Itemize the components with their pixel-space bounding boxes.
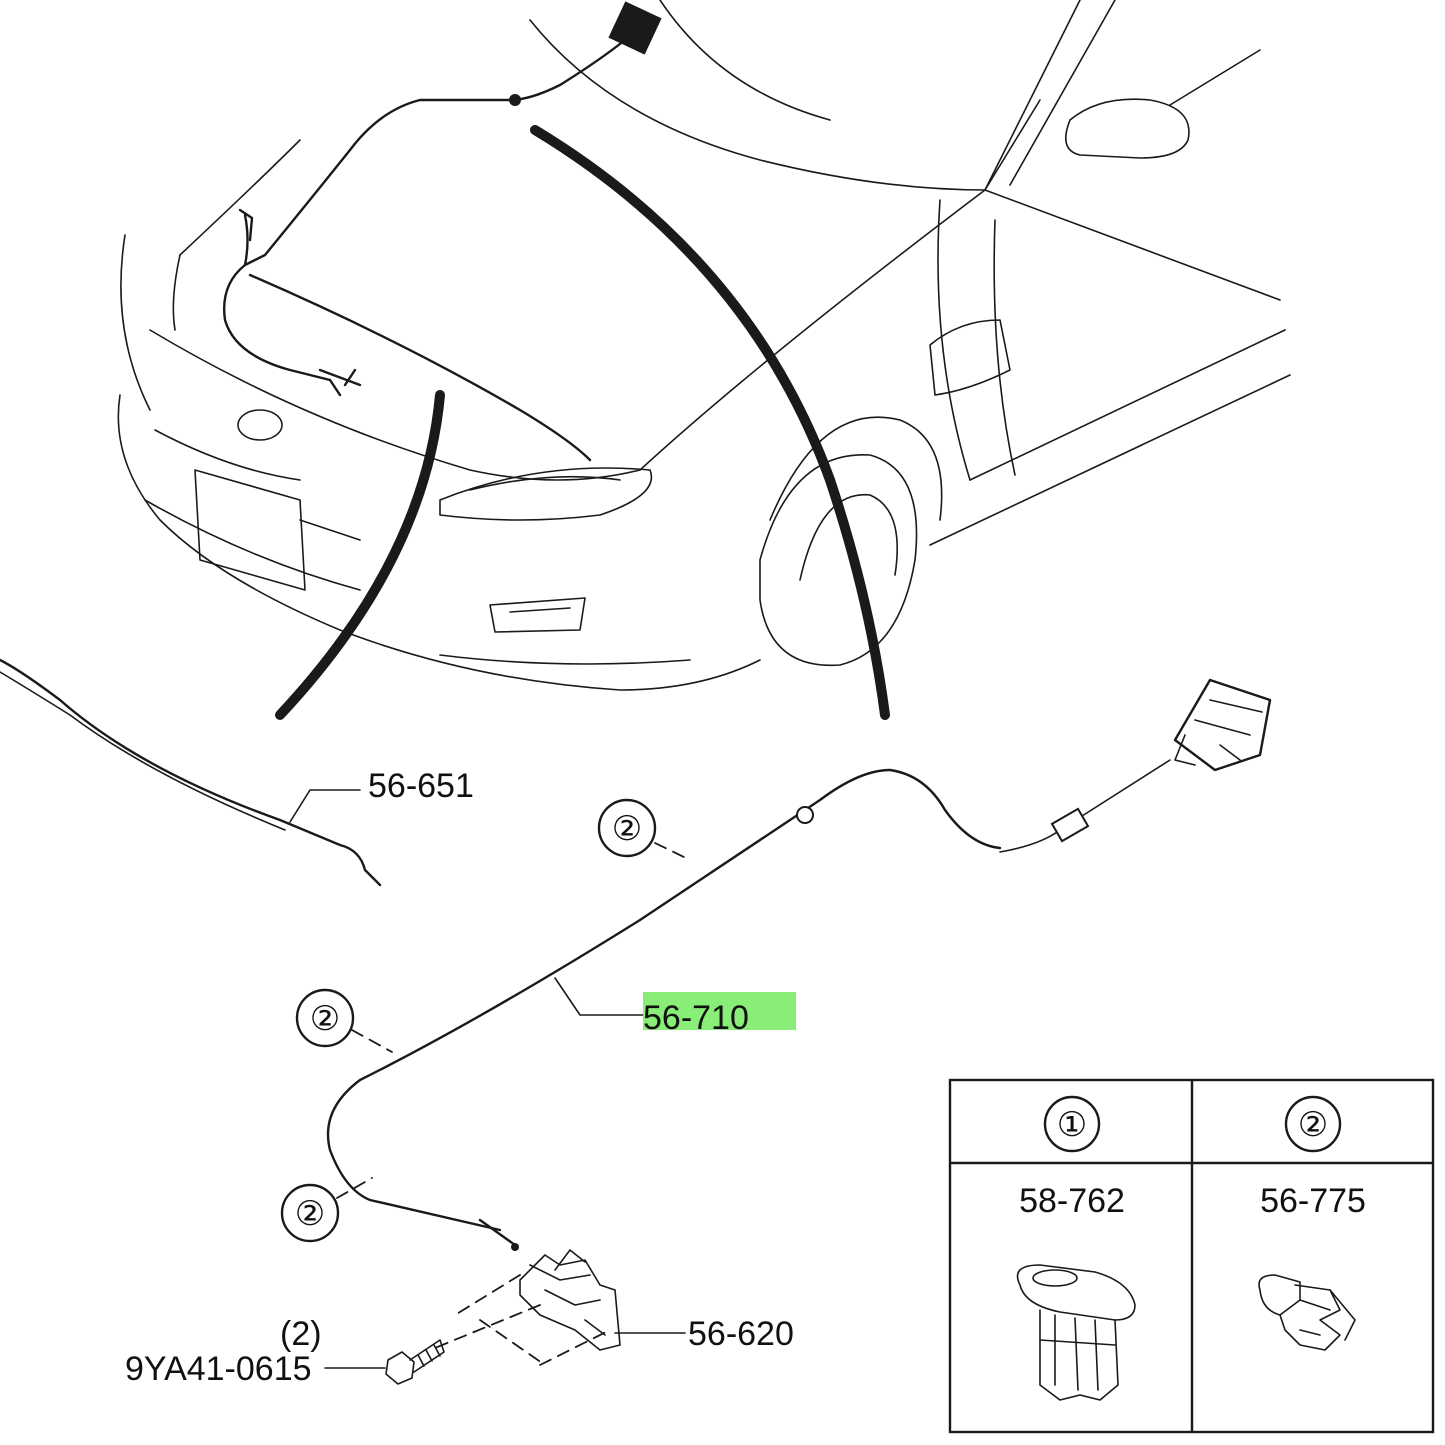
car-body-drawing	[117, 0, 1291, 691]
release-cable-leader	[554, 977, 646, 1016]
hood-seal-strips	[275, 125, 890, 720]
bolt-part	[385, 1339, 445, 1385]
clip-56-775-drawing	[1258, 1274, 1356, 1351]
release-cable-part	[326, 678, 1272, 1251]
svg-text:②: ②	[295, 1195, 325, 1233]
bolt-quantity: (2)	[280, 1315, 322, 1353]
legend-part-2: 56-775	[1260, 1182, 1366, 1220]
hood-latch-label: 56-620	[688, 1315, 794, 1353]
svg-text:②: ②	[612, 810, 642, 848]
clip-legend-table: ① ② 58-762 56-775	[948, 1078, 1435, 1434]
release-cable-highlight	[643, 992, 796, 1030]
release-cable-label: 56-710	[643, 999, 749, 1037]
clip-callout-middle: ②	[295, 988, 393, 1053]
legend-part-1: 58-762	[1019, 1182, 1125, 1220]
legend-ref-2: ②	[1298, 1106, 1328, 1144]
bolt-label: 9YA41-0615	[125, 1350, 312, 1388]
hood-seal-label: 56-651	[368, 767, 474, 805]
clip-58-762-drawing	[1016, 1264, 1136, 1401]
clip-callout-top: ②	[597, 798, 691, 861]
hood-seal-part	[0, 658, 382, 887]
svg-text:②: ②	[310, 1000, 340, 1038]
clip-callout-bottom: ②	[280, 1177, 373, 1243]
hood-wiring-harness	[223, 1, 662, 462]
hood-latch-part	[429, 1249, 621, 1366]
legend-ref-1: ①	[1057, 1106, 1087, 1144]
